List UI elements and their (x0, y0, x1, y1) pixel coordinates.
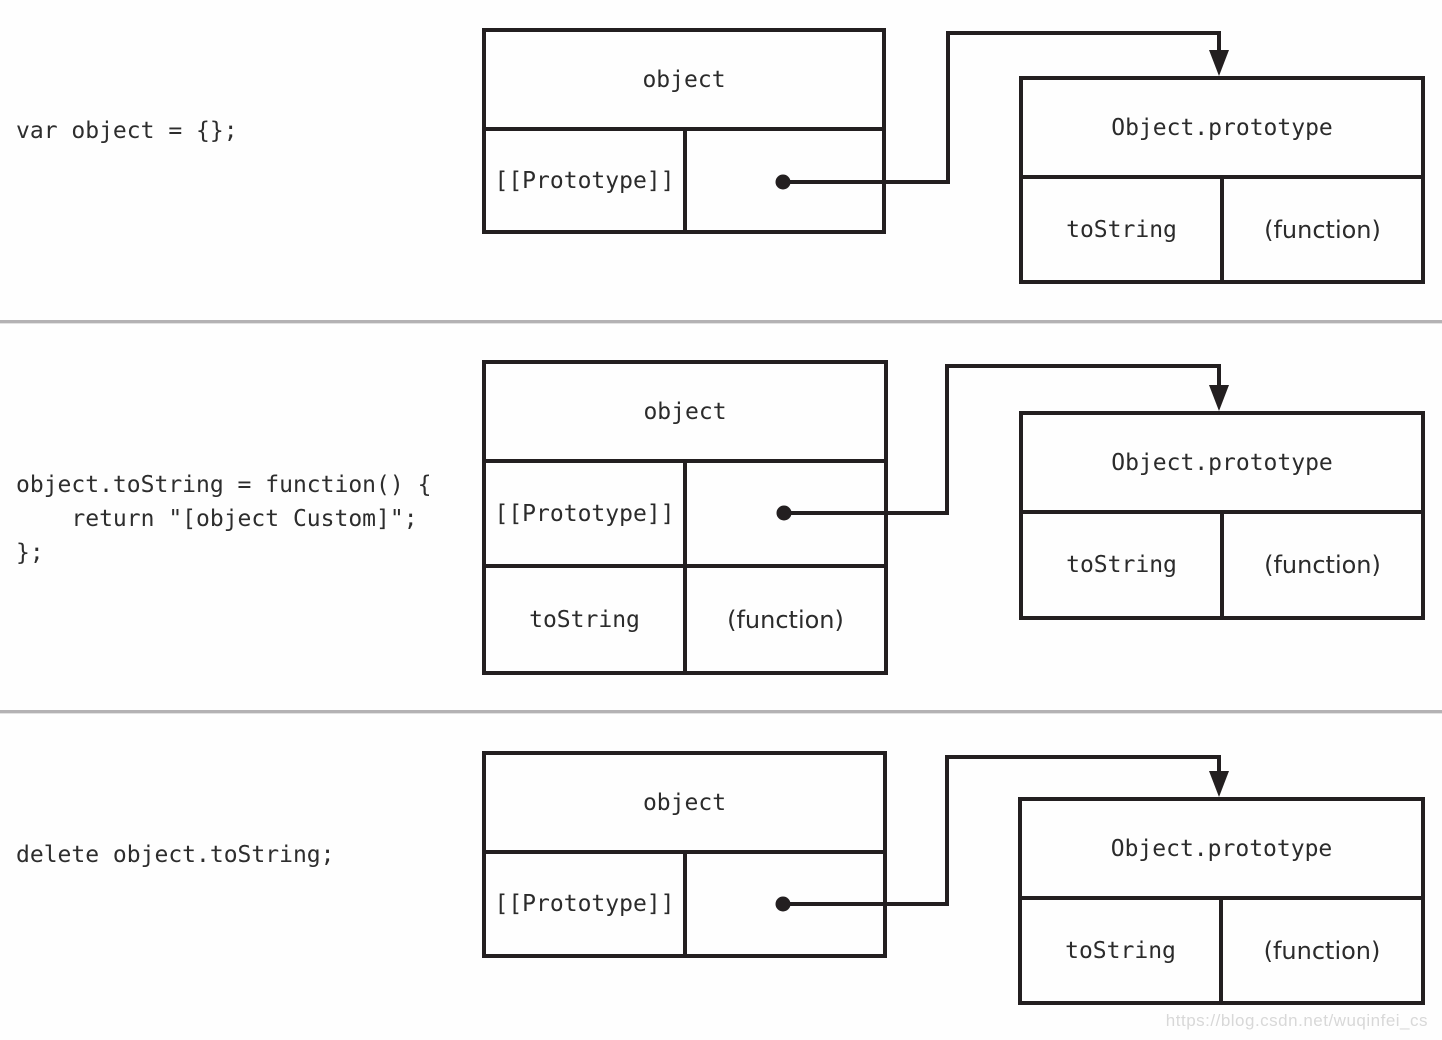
prototype-box-3: Object.prototype toString (function) (1018, 797, 1425, 1005)
prototype-box-1: Object.prototype toString (function) (1019, 76, 1425, 284)
tostring-label: toString (1066, 552, 1177, 578)
arrowhead-down-icon (1209, 50, 1229, 76)
prototype-box-title: Object.prototype (1111, 114, 1333, 141)
prototype-box-title: Object.prototype (1111, 449, 1333, 476)
prototype-row: [[Prototype]] (486, 459, 884, 564)
prototype-pointer-cell (683, 463, 884, 564)
tostring-label: toString (1065, 937, 1176, 964)
function-value-label: (function) (1220, 514, 1421, 616)
object-box-3: object [[Prototype]] (482, 751, 887, 958)
prototype-row: [[Prototype]] (486, 127, 882, 230)
section-separator-2 (0, 710, 1442, 714)
tostring-row: toString (function) (1023, 175, 1421, 280)
arrowhead-down-icon (1209, 771, 1229, 797)
prototype-row: [[Prototype]] (486, 850, 883, 954)
tostring-row: toString (function) (1022, 896, 1421, 1001)
object-box-2: object [[Prototype]] toString (function) (482, 360, 888, 675)
tostring-row: toString (function) (486, 564, 884, 671)
tostring-row: toString (function) (1023, 510, 1421, 616)
code-snippet-var-object: var object = {}; (16, 118, 238, 144)
prototype-box-title: Object.prototype (1110, 835, 1333, 862)
prototype-slot-label: [[Prototype]] (494, 500, 675, 527)
object-box-title: object (642, 66, 726, 93)
function-value-label: (function) (1219, 900, 1421, 1001)
arrowhead-down-icon (1209, 385, 1229, 411)
prototype-slot-label: [[Prototype]] (494, 167, 675, 194)
prototype-slot-label: [[Prototype]] (494, 891, 675, 917)
object-box-1: object [[Prototype]] (482, 28, 886, 234)
function-value-label: (function) (1220, 179, 1421, 280)
function-value-label: (function) (683, 568, 884, 671)
object-box-title: object (643, 398, 727, 425)
section-separator-1 (0, 320, 1442, 324)
tostring-label: toString (1066, 216, 1177, 243)
code-snippet-assign-tostring: object.toString = function() { return "[… (16, 472, 432, 566)
watermark: https://blog.csdn.net/wuqinfei_cs (1165, 1011, 1428, 1030)
prototype-pointer-cell (683, 854, 883, 954)
prototype-pointer-cell (683, 131, 882, 230)
object-box-title: object (642, 789, 727, 816)
tostring-label: toString (529, 606, 640, 633)
prototype-box-2: Object.prototype toString (function) (1019, 411, 1425, 620)
code-snippet-delete-tostring: delete object.toString; (16, 842, 335, 868)
